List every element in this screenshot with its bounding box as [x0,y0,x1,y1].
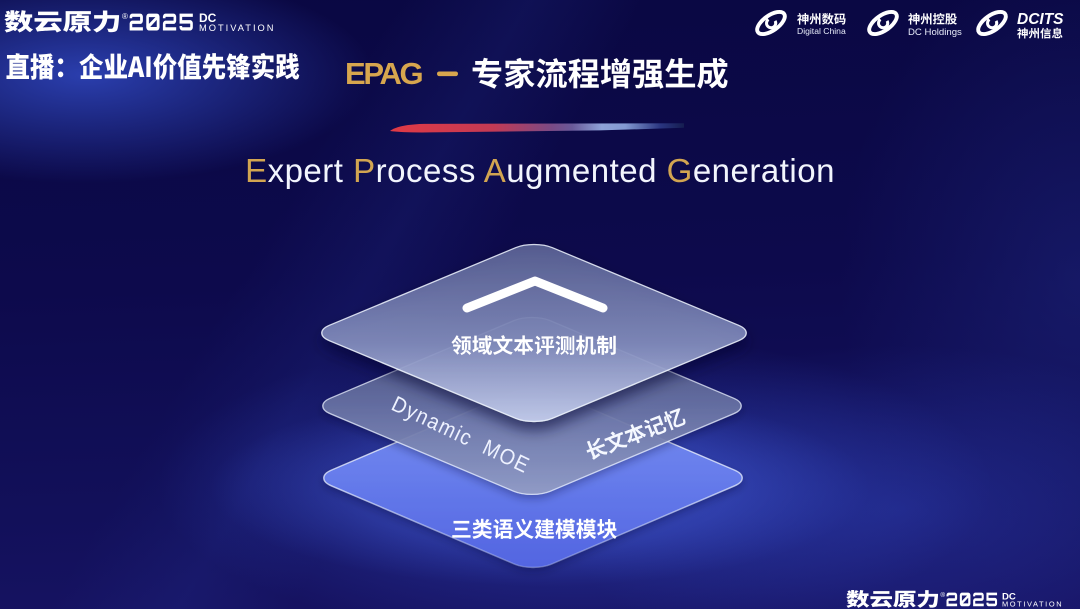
svg-text:DCITS: DCITS [1017,11,1064,28]
svg-text:Digital China: Digital China [797,26,846,36]
svg-text:Expert Process Augmented Gener: Expert Process Augmented Generation [245,152,835,189]
svg-text:DC Holdings: DC Holdings [908,27,962,38]
svg-text:EPAG: EPAG [345,56,423,91]
